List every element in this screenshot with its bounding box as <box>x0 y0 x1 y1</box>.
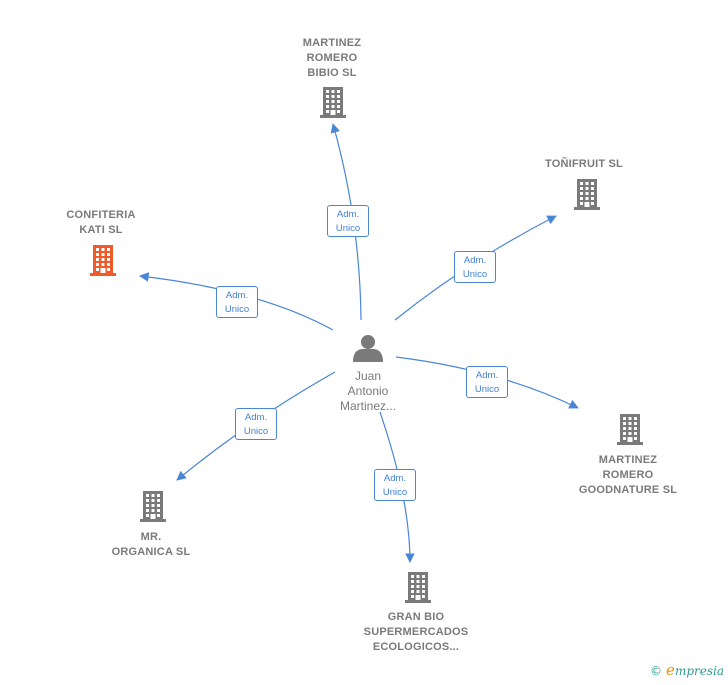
edge-label-confiteria-kati[interactable]: Adm. Unico <box>216 286 258 318</box>
company-label-mr-organica[interactable]: MR. ORGANICA SL <box>111 531 191 558</box>
brand-logo-initial: e <box>666 661 675 679</box>
edge-label-tonifruit[interactable]: Adm. Unico <box>454 251 496 283</box>
brand-logo-rest: mpresia <box>674 664 724 678</box>
edges-layer <box>139 123 579 563</box>
building-icon-mr-organica[interactable] <box>140 491 166 522</box>
person-icon[interactable] <box>353 335 383 362</box>
building-icon-confiteria-kati[interactable] <box>90 245 116 276</box>
building-icon-gran-bio[interactable] <box>405 572 431 603</box>
copyright-symbol: © <box>650 664 663 678</box>
company-label-confiteria-kati[interactable]: CONFITERIA KATI SL <box>66 209 136 236</box>
person-label[interactable]: Juan Antonio Martinez... <box>339 369 396 413</box>
edge-label-mr-organica[interactable]: Adm. Unico <box>235 408 277 440</box>
company-label-martinez-romero-bibio[interactable]: MARTINEZ ROMERO BIBIO SL <box>302 37 362 79</box>
building-icon-martinez-romero-bibio[interactable] <box>320 87 346 118</box>
footer-brand: ©empresia <box>650 661 724 679</box>
building-icon-tonifruit[interactable] <box>574 179 600 210</box>
company-label-tonifruit[interactable]: TOÑIFRUIT SL <box>545 158 623 170</box>
company-label-gran-bio[interactable]: GRAN BIO SUPERMERCADOS ECOLOGICOS... <box>363 611 469 653</box>
edge-label-martinez-romero-bibio[interactable]: Adm. Unico <box>327 205 369 237</box>
company-label-martinez-romero-goodnature[interactable]: MARTINEZ ROMERO GOODNATURE SL <box>578 454 678 496</box>
edge-label-martinez-romero-goodnature[interactable]: Adm. Unico <box>466 366 508 398</box>
icons-layer <box>90 87 643 603</box>
building-icon-martinez-romero-goodnature[interactable] <box>617 414 643 445</box>
edge-label-gran-bio[interactable]: Adm. Unico <box>374 469 416 501</box>
